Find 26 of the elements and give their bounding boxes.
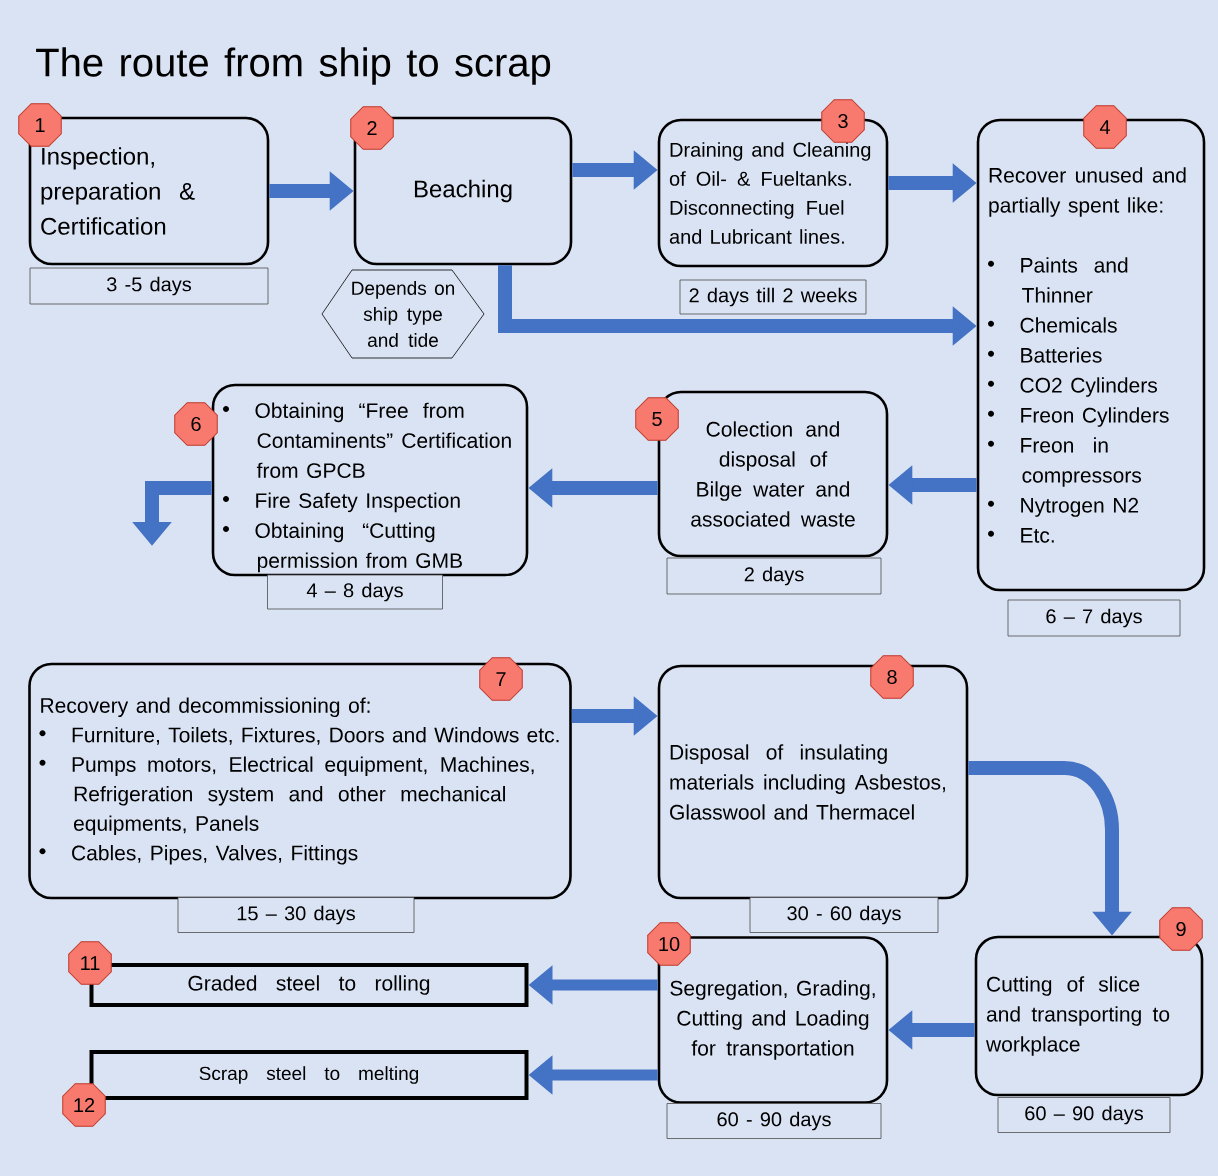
duration-box: 2 days till 2 weeks (679, 279, 867, 315)
duration-box: 3 -5 days (29, 267, 269, 305)
duration-box: 6 – 7 days (1007, 599, 1181, 637)
process-box: Inspection, preparation & Certification 1 (18, 103, 270, 266)
duration-box: 60 - 90 days (666, 1103, 882, 1139)
process-box: Recover unused and partially spent like: Paints and Thinner Chemicals Batteries CO2 Cylinders Freon Cylinders Freon in compressors Nytrogen N2 Etc. 4 (976, 105, 1206, 592)
output-box: Scrap steel to melting 12 (62, 1050, 529, 1127)
process-box: Disposal of insulating materials including Asbestos, Glasswool and Thermacel 8 (657, 655, 969, 900)
duration-box: 2 days (666, 557, 882, 595)
output-box: Graded steel to rolling 11 (68, 941, 529, 1007)
node-label: 9 (1176, 921, 1186, 937)
duration-box: 60 – 90 days (997, 1097, 1171, 1133)
node-label: 11 (81, 956, 100, 970)
title: The route from ship to scrap (36, 47, 551, 85)
process-box: Colection and disposal of Bilge water and associated waste 5 (635, 390, 889, 558)
process-box: Beaching 2 (350, 106, 573, 266)
duration-box: 30 - 60 days (749, 897, 939, 933)
node-label: 6 (191, 416, 201, 432)
duration-box: 15 – 30 days (177, 897, 415, 933)
process-box: Recovery and decommissioning of: Furniture, Toilets, Fixtures, Doors and Windows etc. Pumps motors, Electrical equipment, Machines, Refrigeration system and other mechanical equipments, Panels Cables, Pipes, Valves, Fittings 7 (28, 657, 572, 900)
node-label: 12 (74, 1098, 95, 1112)
process-box: Cutting of slice and transporting to workplace 9 (974, 907, 1204, 1097)
hexagon-box: Depends on ship type and tide (321, 269, 485, 359)
duration-box: 4 – 8 days (267, 574, 443, 610)
process-box: Draining and Cleaning of Oil- & Fueltanks. Disconnecting Fuel and Lubricant lines. 3 (657, 99, 889, 268)
process-box: Obtaining “Free from Contaminents” Certification from GPCB Fire Safety Inspection Obtaining “Cutting permission from GMB 6 (174, 383, 529, 577)
